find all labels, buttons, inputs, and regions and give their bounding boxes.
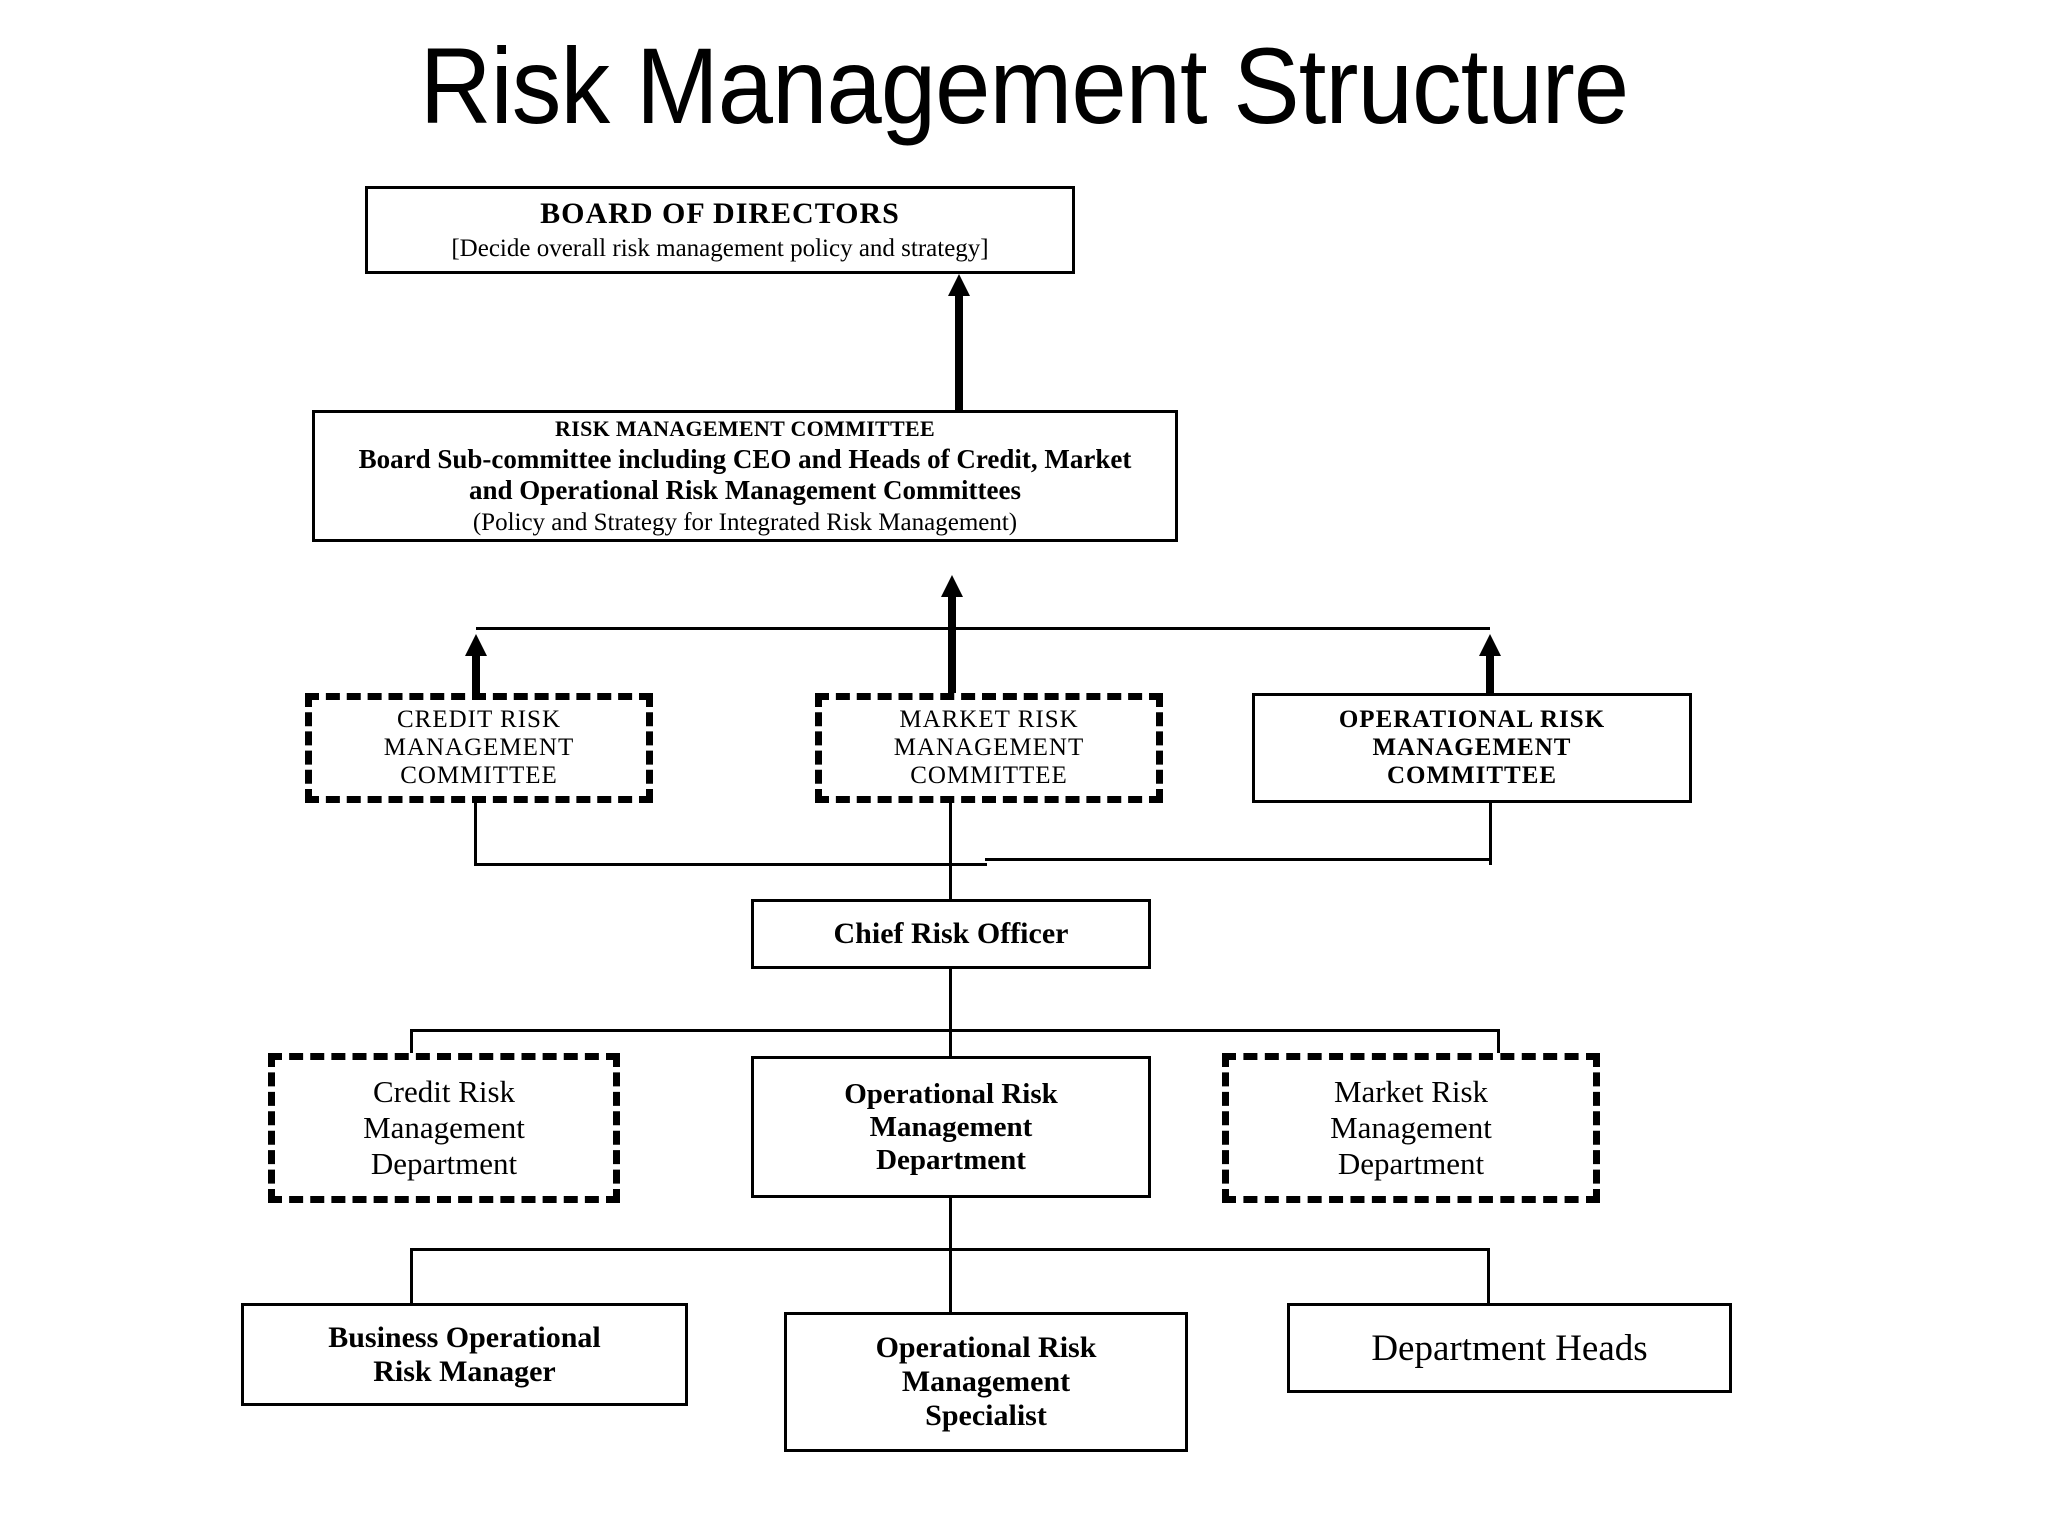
- node-operational-risk-management-specialist[interactable]: Operational Risk Management Specialist: [784, 1312, 1188, 1452]
- ormd-line-1: Operational Risk: [844, 1077, 1058, 1110]
- rmc-line-4: (Policy and Strategy for Integrated Risk…: [472, 508, 1018, 536]
- department-heads-label: Department Heads: [1371, 1327, 1648, 1369]
- arrow-shaft: [955, 290, 963, 414]
- board-of-directors-subtitle: [Decide overall risk management policy a…: [451, 235, 989, 262]
- mrmc-line-3: COMMITTEE: [910, 762, 1068, 789]
- ormc-line-3: COMMITTEE: [1386, 762, 1558, 789]
- mrmd-line-1: Market Risk: [1333, 1074, 1489, 1109]
- crmd-line-1: Credit Risk: [372, 1074, 516, 1109]
- mrmd-line-3: Department: [1337, 1146, 1485, 1181]
- mrmd-line-2: Management: [1330, 1110, 1492, 1145]
- orms-line-2: Management: [901, 1365, 1071, 1398]
- node-board-of-directors[interactable]: BOARD OF DIRECTORS [Decide overall risk …: [365, 186, 1075, 274]
- arrowhead-icon: [941, 575, 963, 597]
- node-market-risk-management-department[interactable]: Market Risk Management Department: [1222, 1053, 1600, 1203]
- connector-committees-to-cro-bus-left: [474, 863, 987, 866]
- arrow-credit-committee-to-rmc: [463, 634, 489, 694]
- arrow-rmc-to-board: [946, 274, 972, 414]
- node-business-operational-risk-manager[interactable]: Business Operational Risk Manager: [241, 1303, 688, 1406]
- crmc-line-3: COMMITTEE: [400, 762, 558, 789]
- connector-credit-committee-down: [474, 800, 477, 865]
- arrowhead-icon: [948, 274, 970, 296]
- arrow-operational-committee-to-rmc: [1477, 634, 1503, 694]
- connector-market-committee-to-cro: [949, 800, 952, 900]
- connector-operational-committee-down: [1489, 800, 1492, 865]
- ormd-line-3: Department: [876, 1143, 1026, 1176]
- arrow-shaft: [472, 650, 480, 694]
- arrowhead-icon: [1479, 634, 1501, 656]
- node-credit-risk-management-committee[interactable]: CREDIT RISK MANAGEMENT COMMITTEE: [305, 693, 653, 803]
- node-department-heads[interactable]: Department Heads: [1287, 1303, 1732, 1393]
- rmc-line-3: and Operational Risk Management Committe…: [469, 474, 1021, 505]
- connector-bus-to-credit-department: [410, 1029, 413, 1056]
- node-operational-risk-management-committee[interactable]: OPERATIONAL RISK MANAGEMENT COMMITTEE: [1252, 693, 1692, 803]
- connector-operational-department-down: [949, 1195, 952, 1250]
- ormc-line-1: OPERATIONAL RISK: [1338, 706, 1606, 733]
- arrow-shaft: [948, 591, 956, 694]
- connector-cro-down: [949, 968, 952, 1031]
- arrow-market-committee-to-rmc: [939, 575, 965, 694]
- chief-risk-officer-label: Chief Risk Officer: [833, 917, 1069, 950]
- node-risk-management-committee[interactable]: RISK MANAGEMENT COMMITTEE Board Sub-comm…: [312, 410, 1178, 542]
- connector-bus-to-operational-department: [949, 1029, 952, 1056]
- node-chief-risk-officer[interactable]: Chief Risk Officer: [751, 899, 1151, 969]
- orms-line-1: Operational Risk: [875, 1331, 1097, 1364]
- borm-line-2: Risk Manager: [373, 1354, 556, 1388]
- connector-rmc-bus: [476, 627, 1490, 630]
- page-title: Risk Management Structure: [419, 25, 1629, 146]
- ormd-line-2: Management: [869, 1110, 1033, 1143]
- orms-line-3: Specialist: [925, 1399, 1047, 1432]
- crmc-line-1: CREDIT RISK: [396, 706, 562, 733]
- connector-cro-department-bus: [410, 1029, 1500, 1032]
- mrmc-line-1: MARKET RISK: [899, 706, 1079, 733]
- rmc-title: RISK MANAGEMENT COMMITTEE: [555, 415, 935, 441]
- connector-bus-to-specialist: [949, 1248, 952, 1312]
- arrowhead-icon: [465, 634, 487, 656]
- connector-bus-to-department-heads: [1487, 1248, 1490, 1303]
- arrow-shaft: [1486, 650, 1494, 694]
- crmd-line-3: Department: [370, 1146, 518, 1181]
- mrmc-line-2: MANAGEMENT: [893, 734, 1085, 761]
- ormc-line-2: MANAGEMENT: [1372, 734, 1572, 761]
- node-operational-risk-management-department[interactable]: Operational Risk Management Department: [751, 1056, 1151, 1198]
- rmc-line-2: Board Sub-committee including CEO and He…: [358, 443, 1132, 474]
- connector-committees-to-cro-bus-right: [985, 858, 1492, 861]
- borm-line-1: Business Operational: [328, 1320, 601, 1354]
- crmd-line-2: Management: [363, 1110, 525, 1145]
- crmc-line-2: MANAGEMENT: [383, 734, 575, 761]
- board-of-directors-title: BOARD OF DIRECTORS: [540, 197, 900, 230]
- connector-bus-to-market-department: [1497, 1029, 1500, 1056]
- connector-bus-to-business-manager: [410, 1248, 413, 1303]
- node-credit-risk-management-department[interactable]: Credit Risk Management Department: [268, 1053, 620, 1203]
- node-market-risk-management-committee[interactable]: MARKET RISK MANAGEMENT COMMITTEE: [815, 693, 1163, 803]
